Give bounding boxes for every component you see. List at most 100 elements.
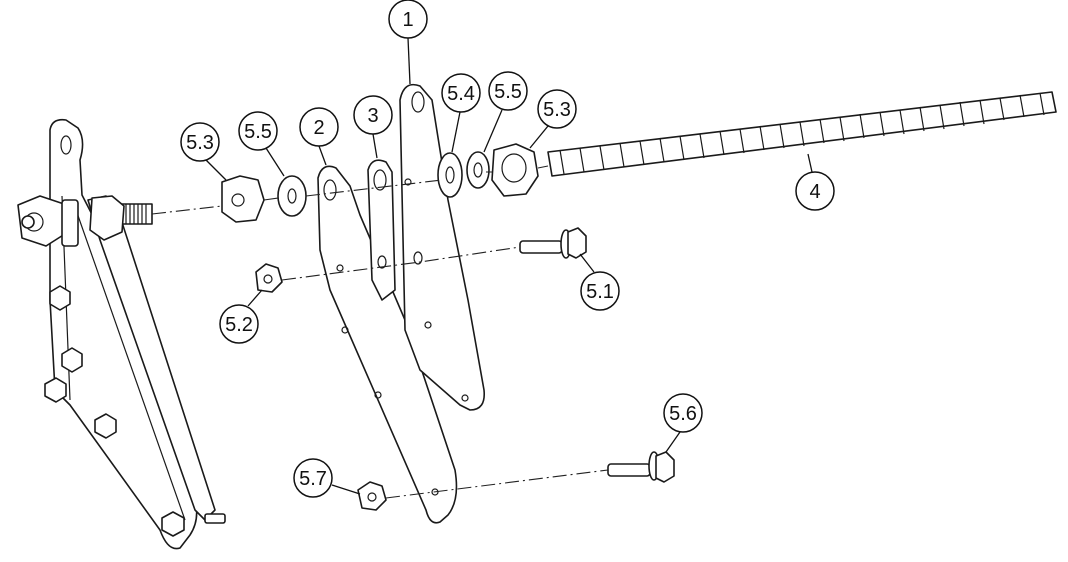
link-3-hole	[373, 169, 387, 191]
plate-1-body	[399, 83, 486, 411]
assembly-centerlines	[151, 165, 609, 499]
callout-5-3-right: 5.3	[537, 89, 577, 129]
callout-circle	[353, 95, 393, 135]
plate-1-hole	[424, 321, 432, 329]
callout-5-5-right: 5.5	[488, 71, 528, 111]
leader-5-4	[451, 111, 461, 153]
link-3-hole	[377, 255, 387, 269]
bracket-bolt-head	[44, 377, 67, 403]
bracket-bolt-head	[49, 285, 71, 311]
plate-2-hole	[323, 179, 337, 201]
leader-2	[318, 145, 327, 166]
callout-label: 5.3	[543, 99, 571, 121]
rod-threads	[559, 92, 1045, 175]
callout-circle	[299, 107, 339, 147]
nut-bore	[263, 274, 273, 284]
bracket-bolt-head	[61, 347, 83, 373]
callout-label: 1	[402, 9, 413, 31]
callout-label: 5.5	[494, 81, 522, 103]
callout-1: 1	[388, 0, 428, 39]
centerline-top	[151, 205, 223, 215]
callout-label: 5.2	[225, 314, 253, 336]
callout-5-2: 5.2	[219, 304, 259, 344]
leader-5-6	[665, 431, 681, 453]
callout-circle	[180, 122, 220, 162]
callout-circle	[537, 89, 577, 129]
callout-5-6: 5.6	[663, 393, 703, 433]
rod-hardware	[221, 91, 1057, 223]
callout-circle	[238, 111, 278, 151]
callout-label: 3	[367, 105, 378, 127]
washer-bore	[473, 162, 483, 178]
link-3	[367, 159, 396, 301]
plate-edge-line	[75, 209, 186, 521]
centerline-top	[263, 171, 492, 201]
callout-circle	[488, 71, 528, 111]
washer-5-5-left	[277, 175, 307, 217]
callout-label: 5.3	[186, 132, 214, 154]
bolt-5-6-shank	[607, 463, 651, 477]
plate-2-hole	[341, 326, 349, 334]
plate-hole	[60, 135, 72, 155]
centerline-top	[537, 165, 549, 169]
callout-circle	[441, 73, 481, 113]
callout-label: 5.7	[299, 468, 327, 490]
leader-3	[372, 133, 378, 159]
nut-bore	[367, 492, 377, 502]
leader-4	[807, 153, 813, 173]
callout-label: 5.1	[586, 281, 614, 303]
plate-1-hole	[413, 251, 423, 265]
callout-5-3-left: 5.3	[180, 122, 220, 162]
leader-1	[407, 37, 411, 85]
bracket-washer	[61, 199, 79, 247]
washer-bore	[287, 188, 297, 204]
leader-5-5-left	[265, 147, 285, 177]
bracket-bolt-head	[161, 511, 185, 537]
callout-label: 4	[809, 181, 820, 203]
callout-5-4: 5.4	[441, 73, 481, 113]
leader-5-2	[247, 289, 263, 307]
leader-5-3-right	[529, 125, 549, 149]
callout-3: 3	[353, 95, 393, 135]
callout-4: 4	[795, 171, 835, 211]
link-3-body	[367, 159, 396, 301]
leader-5-1	[579, 253, 595, 273]
callout-label: 5.6	[669, 403, 697, 425]
callout-5-5-left: 5.5	[238, 111, 278, 151]
callout-circle	[663, 393, 703, 433]
callout-circle	[388, 0, 428, 39]
plate-1-hole	[411, 91, 425, 113]
nut-bore	[231, 193, 245, 207]
callout-circle	[795, 171, 835, 211]
bolt-5-1-head	[567, 227, 587, 259]
plate-2	[317, 165, 458, 524]
bracket-hex-nut-inner	[89, 195, 125, 241]
hex-nut-5-3-left	[221, 175, 265, 223]
centerline-5-1-5-2	[281, 246, 521, 281]
flange-nut-5-7	[357, 481, 387, 511]
plate-2-hole	[336, 264, 344, 272]
leader-5-7	[331, 484, 361, 495]
bracket-bolt-head	[94, 413, 117, 439]
callout-circle	[580, 271, 620, 311]
bolt-5-1-shank	[519, 240, 563, 254]
plate-2-hole	[374, 391, 382, 399]
washer-bore	[445, 166, 455, 184]
flange-nut-5-2	[255, 263, 283, 293]
washer-5-4	[437, 152, 463, 198]
centerline-5-6-5-7	[385, 469, 609, 499]
left-back-plate	[49, 118, 198, 550]
callout-2: 2	[299, 107, 339, 147]
callout-circle	[219, 304, 259, 344]
hex-nut-5-3-right	[491, 143, 539, 197]
callout-label: 2	[313, 117, 324, 139]
leader-5-3-left	[205, 159, 227, 181]
stud-threads	[121, 204, 147, 224]
callout-circle	[293, 458, 333, 498]
callout-label: 5.4	[447, 83, 475, 105]
plate-2-body	[317, 165, 458, 524]
callout-label: 5.5	[244, 121, 272, 143]
bolt-5-6-head	[655, 451, 675, 483]
plate-1-hole	[461, 394, 469, 402]
